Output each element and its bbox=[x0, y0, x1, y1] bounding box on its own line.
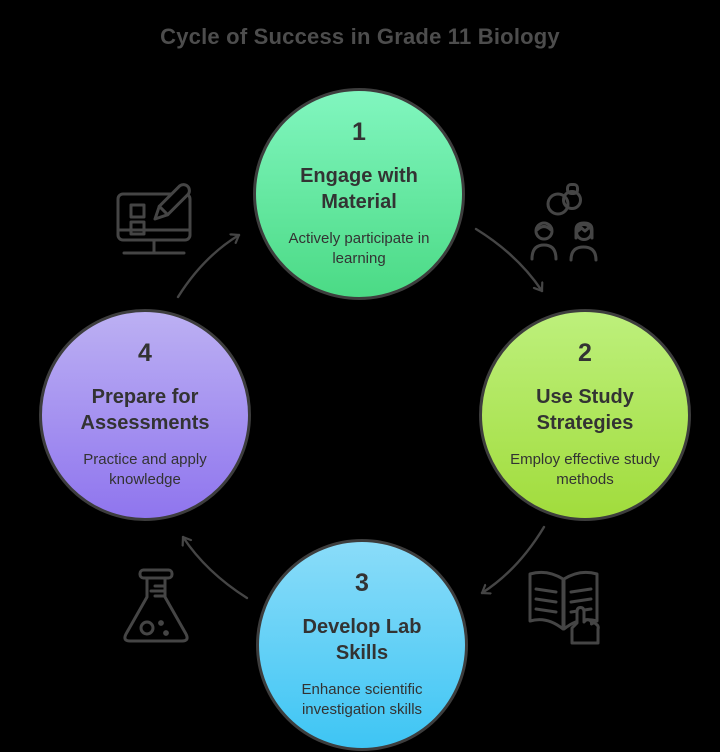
step-label: Prepare for Assessments bbox=[80, 385, 210, 435]
monitor-pencil-icon bbox=[116, 183, 192, 255]
step-description: Enhance scientific investigation skills bbox=[301, 680, 423, 719]
step-number: 4 bbox=[138, 338, 152, 367]
arrow-step4-to-step1 bbox=[176, 235, 241, 299]
step-description: Practice and apply knowledge bbox=[83, 450, 207, 489]
page-title: Cycle of Success in Grade 11 Biology bbox=[160, 24, 560, 49]
step-number: 1 bbox=[352, 117, 366, 146]
step-label: Use Study Strategies bbox=[536, 385, 634, 435]
arrow-step3-to-step4 bbox=[183, 535, 249, 600]
step-description: Actively participate in learning bbox=[288, 229, 430, 268]
step-label: Develop Lab Skills bbox=[302, 615, 422, 665]
arrow-step2-to-step3 bbox=[480, 525, 546, 593]
step-circle-2: 2 Use Study Strategies Employ effective … bbox=[479, 309, 691, 521]
arrow-step1-to-step2 bbox=[474, 227, 542, 293]
step-number: 2 bbox=[578, 338, 592, 367]
step-circle-3: 3 Develop Lab Skills Enhance scientific … bbox=[256, 539, 468, 751]
step-number: 3 bbox=[355, 568, 369, 597]
open-book-pointer-icon bbox=[528, 570, 600, 645]
step-circle-4: 4 Prepare for Assessments Practice and a… bbox=[39, 309, 251, 521]
step-circle-1: 1 Engage with Material Actively particip… bbox=[253, 88, 465, 300]
step-description: Employ effective study methods bbox=[510, 450, 660, 489]
lab-flask-icon bbox=[123, 568, 189, 643]
step-label: Engage with Material bbox=[300, 164, 418, 214]
collaboration-people-icon bbox=[530, 183, 598, 262]
